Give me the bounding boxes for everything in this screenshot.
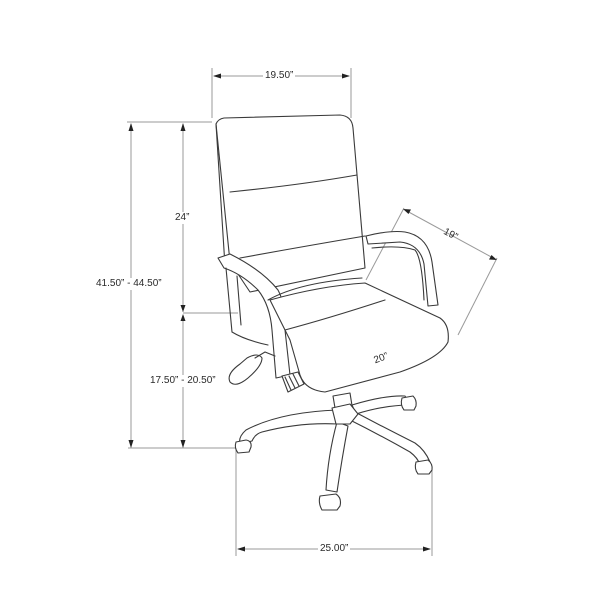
caster-front <box>318 493 342 511</box>
chair-illustration <box>215 114 449 511</box>
caster-left <box>234 439 252 454</box>
base-width-label: 25.00” <box>318 543 351 555</box>
base-leg-front <box>325 421 349 493</box>
height-knob <box>281 371 305 393</box>
overall-height-label: 41.50” - 44.50” <box>94 278 164 290</box>
overall-width-label: 19.50” <box>263 70 296 82</box>
base-leg-right <box>349 411 431 466</box>
backrest <box>215 114 366 293</box>
right-armrest <box>365 230 439 307</box>
seat-height-label: 17.50” - 20.50” <box>148 375 218 387</box>
base-leg-left <box>239 409 339 445</box>
tilt-lever <box>228 354 263 385</box>
caster-back <box>400 395 417 411</box>
seat <box>269 282 449 393</box>
base-hub <box>331 403 359 425</box>
caster-right <box>414 459 433 475</box>
backrest-height-label: 24” <box>173 212 192 224</box>
